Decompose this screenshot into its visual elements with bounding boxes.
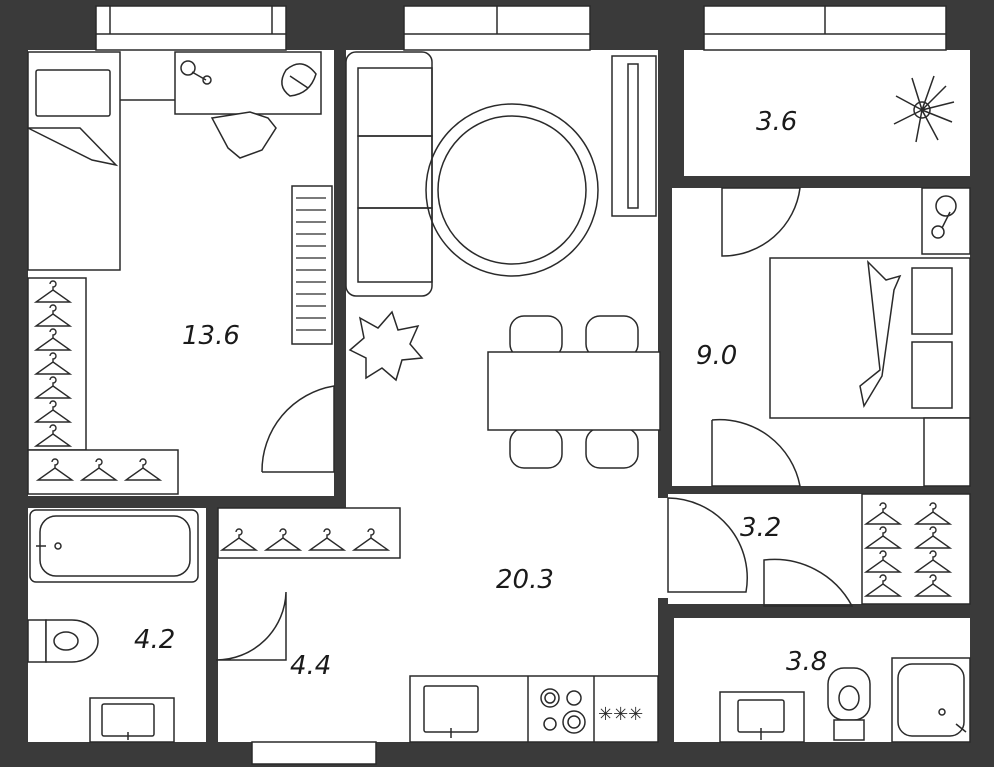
- kitchen-counter: ✳✳✳: [409, 675, 659, 743]
- hallway-wardrobe: [217, 507, 401, 559]
- area-balcony: 3.6: [756, 107, 797, 137]
- area-hallway: 4.4: [290, 651, 331, 681]
- floor-living-extension: [658, 498, 668, 598]
- floor-hallway: [218, 572, 400, 742]
- bathroom-left-fixtures: [27, 509, 199, 743]
- area-bathroom-right: 3.8: [786, 647, 827, 677]
- hall-small-wardrobe: [861, 493, 971, 605]
- balcony-furniture: [893, 75, 955, 143]
- bathroom-right-fixtures: [719, 657, 971, 743]
- bookshelf-lines: [296, 197, 326, 331]
- bedroom-right-furniture: [769, 187, 971, 487]
- svg-text:✳✳✳: ✳✳✳: [598, 704, 643, 725]
- doors: [215, 187, 854, 661]
- area-bedroom-right: 9.0: [696, 341, 737, 371]
- living-furniture: [345, 51, 661, 469]
- windows: [95, 5, 947, 765]
- bedroom-left-furniture: [27, 51, 333, 495]
- area-bathroom-left: 4.2: [134, 625, 175, 655]
- floor-balcony: [684, 50, 970, 176]
- area-hall-small: 3.2: [740, 513, 781, 543]
- area-bedroom-left: 13.6: [182, 321, 240, 351]
- room-labels: 13.6 3.6 9.0 20.3 3.2 4.2 4.4 3.8: [134, 107, 827, 681]
- area-living-kitchen: 20.3: [496, 565, 554, 595]
